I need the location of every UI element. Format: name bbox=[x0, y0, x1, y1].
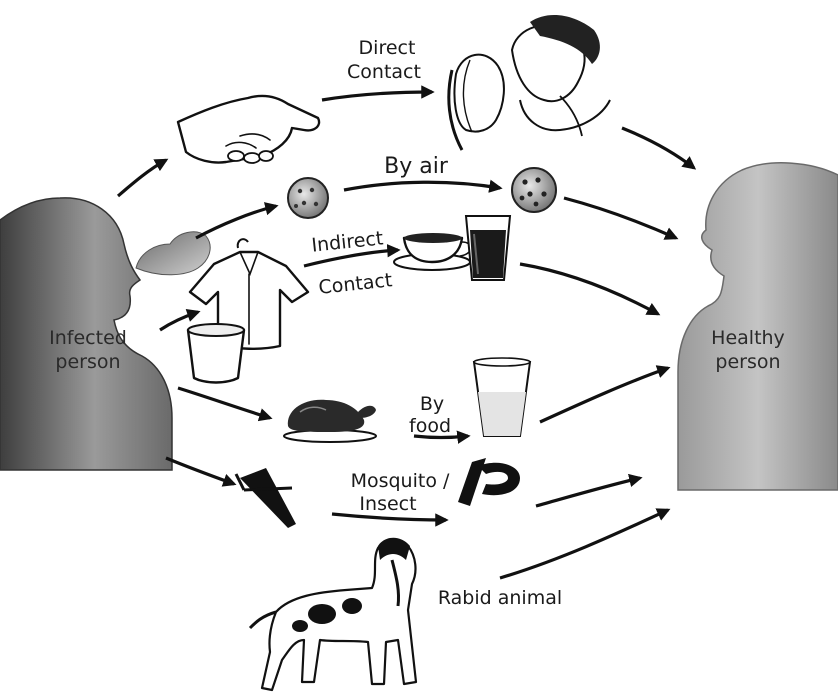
healthy-person: Healthy person bbox=[678, 163, 838, 490]
arrow-drink-to-healthy bbox=[520, 264, 658, 314]
indirect-contact-label-line2: Contact bbox=[317, 269, 393, 299]
direct-contact-label-line1: Direct bbox=[359, 37, 416, 59]
drink-glass-icon bbox=[466, 216, 510, 280]
arrow-couple-to-healthy bbox=[622, 128, 694, 168]
germ-droplet-icon bbox=[288, 178, 328, 218]
sneeze-cloud-icon bbox=[136, 232, 210, 275]
mosquito-icon bbox=[236, 468, 296, 528]
mosquito-insect-label-line2: Insect bbox=[359, 493, 416, 515]
insect-icon bbox=[458, 458, 520, 506]
mosquito-insect-label-line1: Mosquito / bbox=[351, 470, 450, 492]
arrow-infected-to-germ bbox=[196, 206, 276, 238]
healthy-person-label-line2: person bbox=[715, 351, 780, 373]
roast-chicken-icon bbox=[284, 400, 376, 442]
arrow-germ-to-healthy bbox=[564, 198, 676, 238]
bucket-icon bbox=[188, 324, 244, 383]
arrow-dog-to-healthy bbox=[500, 510, 668, 578]
handshake-icon bbox=[178, 96, 319, 163]
dog-icon bbox=[250, 538, 416, 690]
by-air-label: By air bbox=[384, 154, 449, 179]
arrow-insect-to-healthy bbox=[536, 478, 640, 506]
arrow-infected-to-mosquito bbox=[166, 458, 234, 484]
arrow-direct-contact bbox=[322, 92, 432, 100]
by-food-label-line2: food bbox=[409, 415, 451, 437]
arrow-by-food bbox=[414, 436, 468, 438]
arrow-infected-to-food bbox=[178, 388, 270, 418]
arrow-by-air bbox=[344, 182, 500, 190]
direct-contact-label-line2: Contact bbox=[347, 61, 421, 83]
arrow-food-to-healthy bbox=[540, 368, 668, 422]
germ-droplet-large-icon bbox=[512, 168, 556, 212]
healthy-person-label-line1: Healthy bbox=[711, 327, 785, 349]
rabid-animal-label: Rabid animal bbox=[438, 587, 562, 609]
milk-glass-icon bbox=[474, 358, 530, 436]
arrow-infected-to-handshake bbox=[118, 160, 166, 196]
infected-person: Infected person bbox=[0, 198, 172, 470]
infected-person-label-line2: person bbox=[55, 351, 120, 373]
kissing-couple-icon bbox=[449, 15, 610, 150]
by-food-label-line1: By bbox=[420, 393, 444, 415]
infected-person-label-line1: Infected bbox=[49, 327, 127, 349]
coffee-cup-icon bbox=[394, 233, 471, 270]
